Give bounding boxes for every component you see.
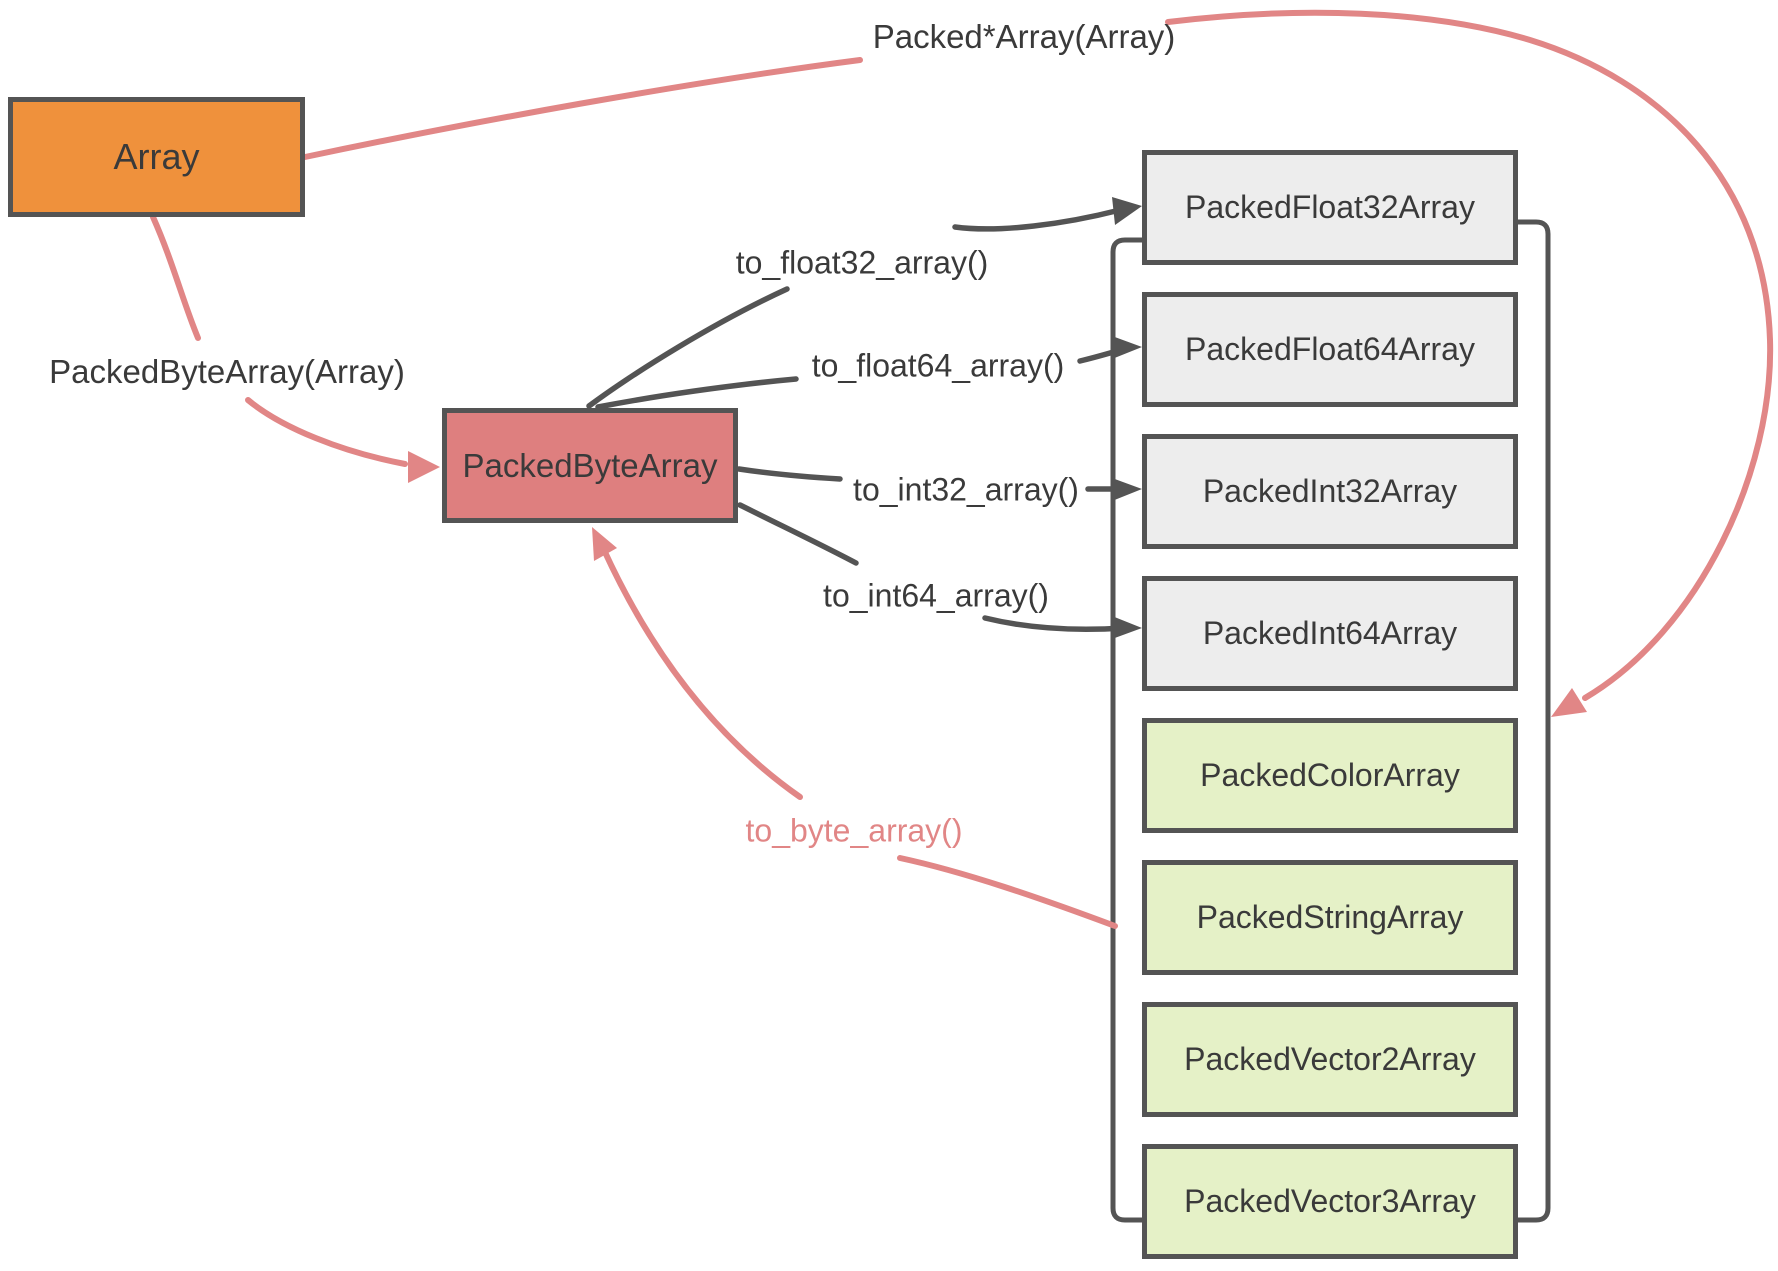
node-packed-byte-array: PackedByteArray <box>442 408 738 523</box>
label-to-byte: to_byte_array() <box>745 812 963 849</box>
label-packed-star-ctor: Packed*Array(Array) <box>872 18 1176 56</box>
edge-to-int64-arrowhead <box>1112 616 1142 639</box>
edge-to-int64-segment-1 <box>737 502 859 566</box>
label-to-int64: to_int64_array() <box>823 577 1049 614</box>
edge-to-float64-segment-1 <box>595 376 799 410</box>
edge-packed-byte-ctor-arrowhead <box>408 451 440 483</box>
node-packed-float32-array: PackedFloat32Array <box>1142 150 1518 265</box>
edge-to-int64-segment-2 <box>982 615 1127 632</box>
node-packed-string-array: PackedStringArray <box>1142 860 1518 975</box>
node-packed-float64-array: PackedFloat64Array <box>1142 292 1518 407</box>
label-to-float64: to_float64_array() <box>811 347 1065 384</box>
node-packed-color-array: PackedColorArray <box>1142 718 1518 833</box>
edge-to-byte-segment-1 <box>897 855 1118 929</box>
node-packed-vector2-array: PackedVector2Array <box>1142 1002 1518 1117</box>
edge-to-float32-segment-2 <box>952 207 1123 232</box>
edge-packed-star-ctor-segment-2 <box>1165 9 1774 701</box>
edge-packed-star-ctor-segment-1 <box>302 57 863 160</box>
edge-to-int32-arrowhead <box>1112 478 1142 501</box>
node-packed-int32-array: PackedInt32Array <box>1142 434 1518 549</box>
edge-to-int32-segment-1 <box>736 466 843 482</box>
node-packed-vector3-array: PackedVector3Array <box>1142 1144 1518 1259</box>
edge-to-float32-arrowhead <box>1112 197 1142 225</box>
edge-packed-byte-ctor-segment-2 <box>245 397 408 467</box>
edge-to-byte-arrowhead <box>592 527 617 561</box>
label-to-float32: to_float32_array() <box>735 244 989 281</box>
edge-to-float32-segment-1 <box>586 286 790 409</box>
edge-packed-byte-ctor-segment-1 <box>150 214 201 341</box>
edge-to-byte-segment-2 <box>601 547 803 800</box>
node-array: Array <box>8 97 305 217</box>
edge-to-float64-arrowhead <box>1112 336 1142 359</box>
label-to-int32: to_int32_array() <box>853 471 1079 508</box>
edge-packed-star-ctor-arrowhead <box>1551 688 1587 717</box>
node-packed-int64-array: PackedInt64Array <box>1142 576 1518 691</box>
label-packed-byte-ctor: PackedByteArray(Array) <box>49 353 405 391</box>
